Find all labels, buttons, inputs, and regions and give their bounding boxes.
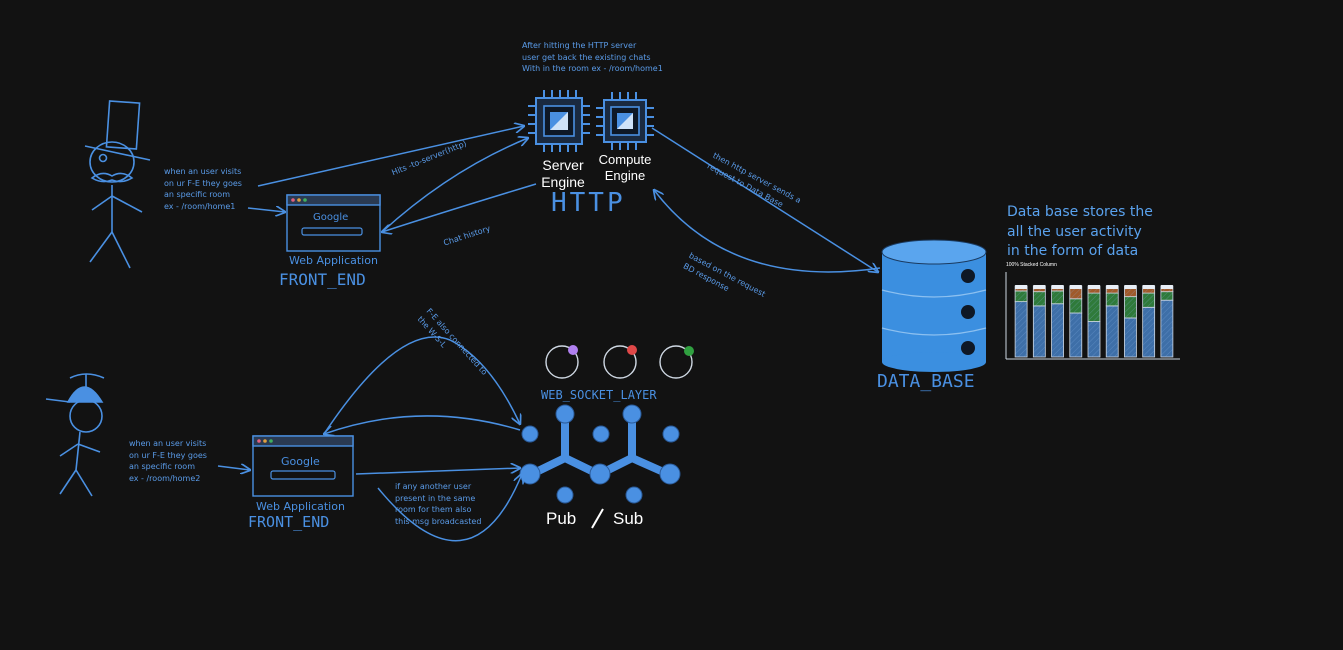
arrow-user2-to-browser [217,466,250,470]
arrow-browser-to-server [381,138,528,233]
stacked-column-chart [1005,272,1180,360]
chart-bar-hatch [1051,303,1064,357]
pubsub-node-icon [519,404,681,504]
chip-icon [596,92,654,150]
google-label-2: Google [281,455,320,468]
arrow-db-to-http [654,190,881,273]
chart-bar-hatch [1033,305,1046,357]
browser-window-icon [252,435,354,497]
chart-bar-hatch [1106,286,1119,294]
note-db-stores: Data base stores the all the user activi… [1007,204,1153,259]
chart-bar-cap [1069,285,1082,289]
chart-bar-hatch [1051,290,1064,304]
propeller-cap-stick-figure-icon [45,373,105,497]
chart-bar-cap [1160,285,1173,289]
chart-bar-cap [1106,285,1119,289]
chart-bar-cap [1124,285,1137,289]
note-broadcast: if any another user present in the same … [395,482,482,526]
arrow-browser2-to-wsl [323,336,520,435]
note-user2-visit: when an user visits on ur F-E they goes … [129,439,207,483]
database-cylinder-icon [881,239,987,372]
chart-bar-cap [1142,285,1155,289]
note-top-http: After hitting the HTTP server user get b… [522,41,663,73]
chart-bar-cap [1033,285,1046,289]
compute-engine-label: Compute Engine [598,152,652,183]
chart-bar-hatch [1088,321,1100,357]
chip-icon [528,90,590,152]
arrow-http-to-db [651,127,878,272]
status-circle-icon [545,345,579,379]
http-label: HTTP [551,188,626,218]
google-label-1: Google [313,212,349,223]
chart-bar-hatch [1142,307,1155,357]
chart-bar-hatch [1124,317,1137,357]
chart-bar-hatch [1160,291,1173,301]
arrow-pubsub-broadcast [377,474,522,542]
chart-bar-hatch [1015,290,1028,302]
pub-label: Pub [546,509,577,528]
arrow-user1-to-server [257,126,524,187]
chart-bar-hatch [1124,286,1137,297]
chart-bar-hatch [1088,293,1100,322]
status-circle-icon [659,345,694,379]
web-app-label-1: Web Application [289,254,378,267]
note-user1-visit: when an user visits on ur F-E they goes … [164,167,242,211]
data-base-label: DATA_BASE [877,371,975,392]
chart-bar-hatch [1088,286,1100,294]
server-engine-label: Server Engine [541,157,585,190]
chart-bar-cap [1015,285,1028,289]
top-hat-stick-figure-icon [84,100,151,269]
sub-label: Sub [613,509,644,528]
arrow-wsl-to-browser2 [324,415,521,434]
arrow-server-to-browser [382,183,537,232]
arrow-user1-to-browser [247,208,285,212]
chart-bar-cap [1051,285,1064,289]
web-app-label-2: Web Application [256,500,345,513]
chart-bar-hatch [1142,293,1155,308]
chart-title: 100% Stacked Column [1006,262,1057,268]
chart-bar-hatch [1069,286,1082,299]
browser-window-icon [286,194,381,252]
chart-bar-hatch [1124,296,1137,318]
chart-bar-hatch [1106,305,1119,357]
chart-bar-cap [1088,285,1100,289]
chart-bar-hatch [1033,291,1046,306]
arrow-browser2-to-pubsub [355,468,520,475]
chart-bar-hatch [1160,300,1173,357]
chart-bar-hatch [1069,312,1082,357]
chart-bar-hatch [1069,298,1082,313]
chart-bar-hatch [1106,293,1119,306]
pubsub-slash [591,508,604,529]
chart-bar-hatch [1142,286,1155,294]
chart-bar-hatch [1015,301,1028,357]
web-socket-layer-label: WEB_SOCKET_LAYER [541,388,657,402]
status-circle-icon [603,345,637,379]
front-end-label-1: FRONT_END [279,270,366,289]
front-end-label-2: FRONT_END [248,513,330,531]
